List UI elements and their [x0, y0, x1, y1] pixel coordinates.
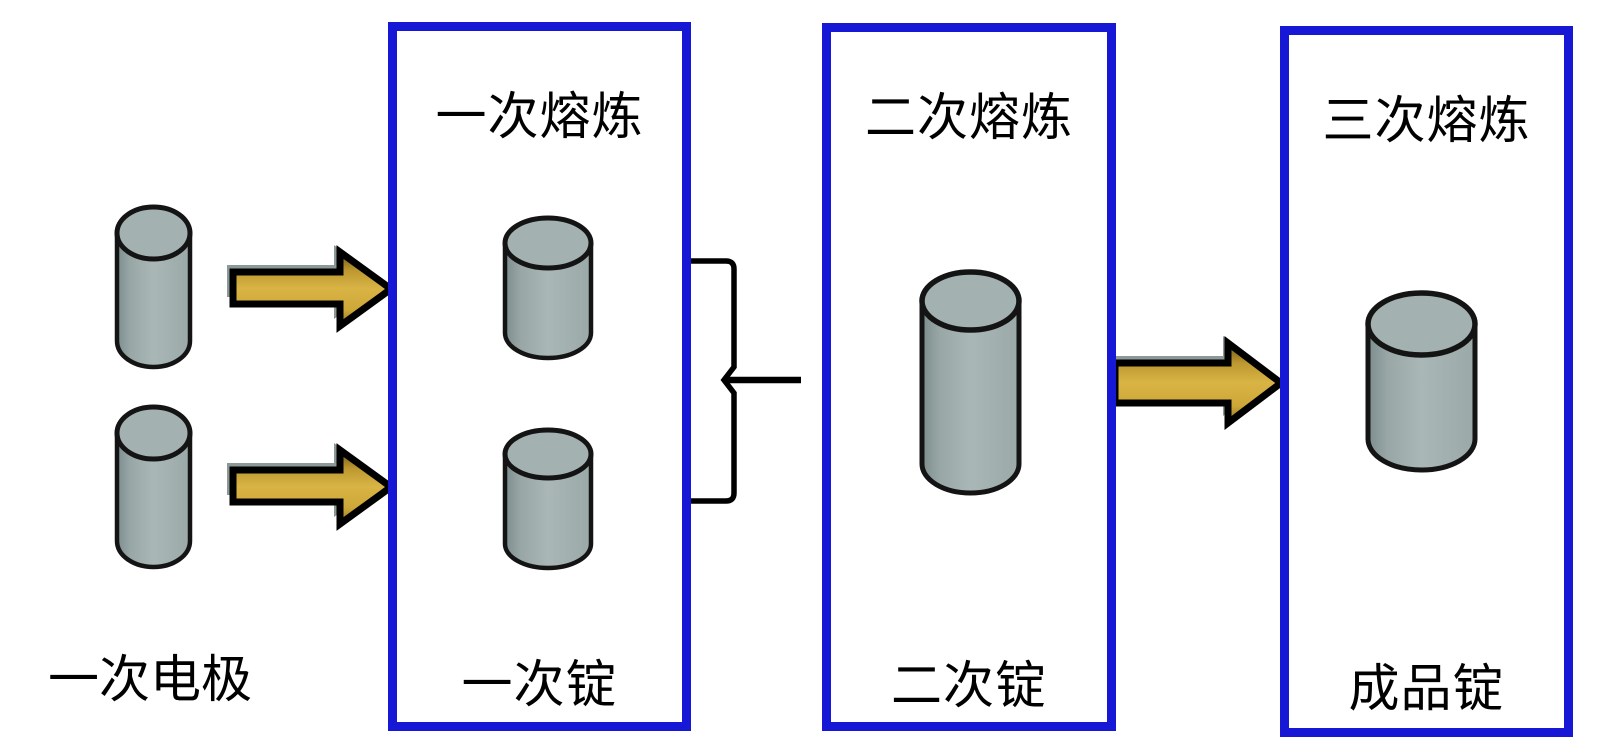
arrow-primary-bottom — [227, 443, 397, 531]
primary-melting-title: 一次熔炼 — [435, 90, 644, 146]
tertiary-melting-box: 三次熔炼 成品锭 — [1280, 26, 1573, 737]
tertiary-melting-title: 三次熔炼 — [1322, 94, 1531, 150]
primary-electrode-cylinder-1 — [114, 204, 193, 370]
secondary-ingot-cylinder — [919, 269, 1022, 496]
merge-bracket — [688, 258, 801, 504]
primary-electrode-cylinder-2 — [114, 404, 193, 570]
primary-melting-box: 一次熔炼 一次锭 — [388, 22, 691, 731]
primary-ingot-caption: 一次锭 — [461, 658, 618, 714]
primary-ingot-cylinder-1 — [502, 215, 594, 361]
primary-electrode-label: 一次电极 — [47, 653, 252, 709]
primary-ingot-cylinder-2 — [502, 427, 594, 571]
secondary-melting-title: 二次熔炼 — [864, 91, 1073, 147]
finished-ingot-caption: 成品锭 — [1348, 662, 1505, 718]
secondary-melting-box: 二次熔炼 二次锭 — [822, 23, 1116, 731]
arrow-primary-top — [227, 245, 397, 333]
finished-ingot-cylinder — [1365, 290, 1478, 473]
arrow-secondary-to-tertiary — [1110, 335, 1287, 431]
secondary-ingot-caption: 二次锭 — [890, 659, 1047, 715]
